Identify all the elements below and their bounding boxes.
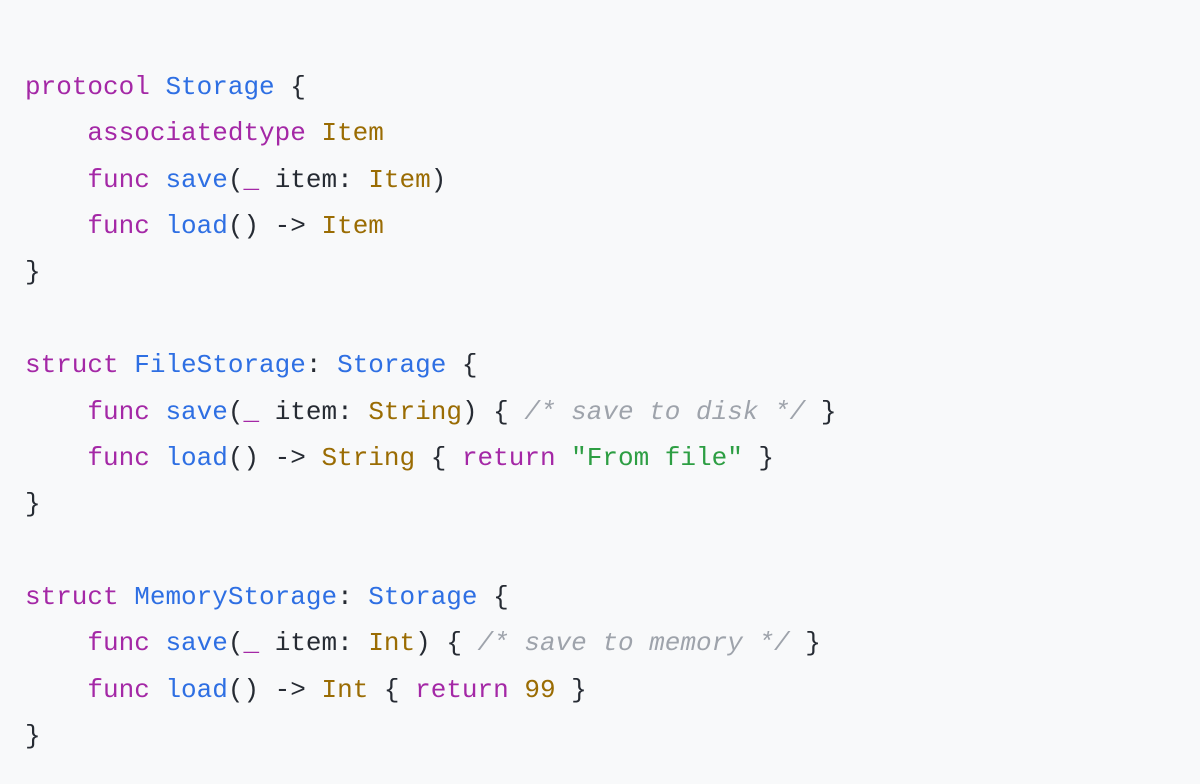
- code-token: func: [87, 628, 150, 659]
- code-token: /* save to memory */: [477, 628, 790, 659]
- code-token: [25, 118, 87, 148]
- code-token: load: [165, 210, 228, 241]
- code-token: [150, 165, 166, 195]
- code-token: struct: [25, 350, 119, 381]
- code-token: load: [165, 674, 228, 705]
- code-token: ) {: [461, 396, 525, 427]
- code-token: protocol: [25, 71, 150, 102]
- code-token: return: [415, 674, 509, 705]
- code-token: Int: [321, 674, 369, 705]
- code-line: func load() -> Item: [25, 203, 1180, 249]
- code-line: func save(_ item: Item): [25, 157, 1180, 203]
- code-token: Storage: [337, 350, 447, 381]
- code-token: associatedtype: [87, 118, 306, 149]
- code-token: }: [555, 674, 587, 705]
- code-token: _: [243, 628, 260, 659]
- code-token: (: [227, 164, 244, 195]
- code-line: }: [25, 249, 1180, 295]
- code-token: String: [368, 396, 462, 427]
- code-token: [150, 443, 166, 473]
- code-token: () ->: [227, 210, 322, 241]
- code-token: Item: [321, 118, 384, 149]
- code-token: }: [25, 489, 41, 520]
- code-token: _: [243, 164, 260, 195]
- code-line: func load() -> String { return "From fil…: [25, 435, 1180, 481]
- code-line: func load() -> Int { return 99 }: [25, 667, 1180, 713]
- code-token: [509, 675, 525, 705]
- code-token: save: [165, 164, 228, 195]
- code-token: [119, 350, 135, 380]
- code-line: [25, 528, 1180, 574]
- code-line: func save(_ item: Int) { /* save to memo…: [25, 620, 1180, 666]
- code-token: {: [477, 582, 509, 613]
- code-token: ) {: [415, 628, 478, 659]
- code-token: [25, 443, 87, 473]
- code-token: [25, 397, 87, 427]
- code-line: protocol Storage {: [25, 64, 1180, 110]
- code-token: }: [25, 257, 41, 288]
- code-token: func: [87, 210, 150, 241]
- code-line: }: [25, 481, 1180, 527]
- code-token: [150, 628, 166, 658]
- code-token: FileStorage: [134, 350, 306, 381]
- code-token: }: [25, 721, 41, 752]
- code-token: [150, 397, 166, 427]
- code-token: {: [274, 71, 306, 102]
- code-token: func: [87, 442, 150, 473]
- code-token: item:: [259, 164, 369, 195]
- code-token: [25, 675, 87, 705]
- code-token: Item: [321, 210, 384, 241]
- code-token: }: [789, 628, 821, 659]
- code-token: [25, 165, 87, 195]
- code-token: [556, 443, 572, 473]
- code-token: () ->: [227, 674, 322, 705]
- code-token: Storage: [165, 71, 275, 102]
- code-line: }: [25, 713, 1180, 759]
- code-token: String: [321, 442, 416, 473]
- code-token: Storage: [368, 582, 478, 613]
- code-token: [306, 118, 322, 148]
- code-token: item:: [259, 628, 369, 659]
- code-token: [25, 628, 87, 658]
- code-token: [25, 211, 87, 241]
- code-token: (: [227, 396, 244, 427]
- code-token: save: [165, 628, 228, 659]
- code-token: }: [742, 442, 775, 473]
- code-token: }: [805, 396, 837, 427]
- code-line: associatedtype Item: [25, 110, 1180, 156]
- code-token: struct: [25, 582, 119, 613]
- code-token: [150, 72, 166, 102]
- code-block: protocol Storage { associatedtype Item f…: [0, 26, 1200, 784]
- code-token: func: [87, 396, 150, 427]
- code-token: [119, 582, 135, 612]
- code-token: {: [446, 350, 478, 381]
- code-token: [150, 211, 166, 241]
- code-line: struct MemoryStorage: Storage {: [25, 574, 1180, 620]
- code-token: Int: [368, 628, 416, 659]
- code-token: item:: [259, 396, 369, 427]
- code-token: {: [368, 674, 416, 705]
- code-token: :: [305, 350, 338, 381]
- code-token: 99: [524, 674, 556, 705]
- code-token: [150, 675, 166, 705]
- code-token: func: [87, 674, 150, 705]
- code-line: [25, 296, 1180, 342]
- code-token: :: [337, 582, 369, 613]
- code-token: load: [165, 442, 228, 473]
- code-token: (: [227, 628, 244, 659]
- code-line: func save(_ item: String) { /* save to d…: [25, 389, 1180, 435]
- code-token: {: [415, 442, 462, 473]
- code-token: ): [430, 164, 447, 195]
- code-token: "From file": [571, 442, 743, 473]
- code-token: save: [165, 396, 228, 427]
- code-snippet-page: { "background": "#F8F9FA", "colors": { "…: [0, 26, 1200, 784]
- code-token: return: [461, 442, 556, 473]
- code-token: func: [87, 164, 150, 195]
- code-token: Item: [368, 164, 431, 195]
- code-token: _: [243, 396, 260, 427]
- code-token: MemoryStorage: [134, 582, 338, 613]
- code-line: struct FileStorage: Storage {: [25, 342, 1180, 388]
- code-token: () ->: [227, 442, 322, 473]
- code-token: /* save to disk */: [524, 396, 806, 427]
